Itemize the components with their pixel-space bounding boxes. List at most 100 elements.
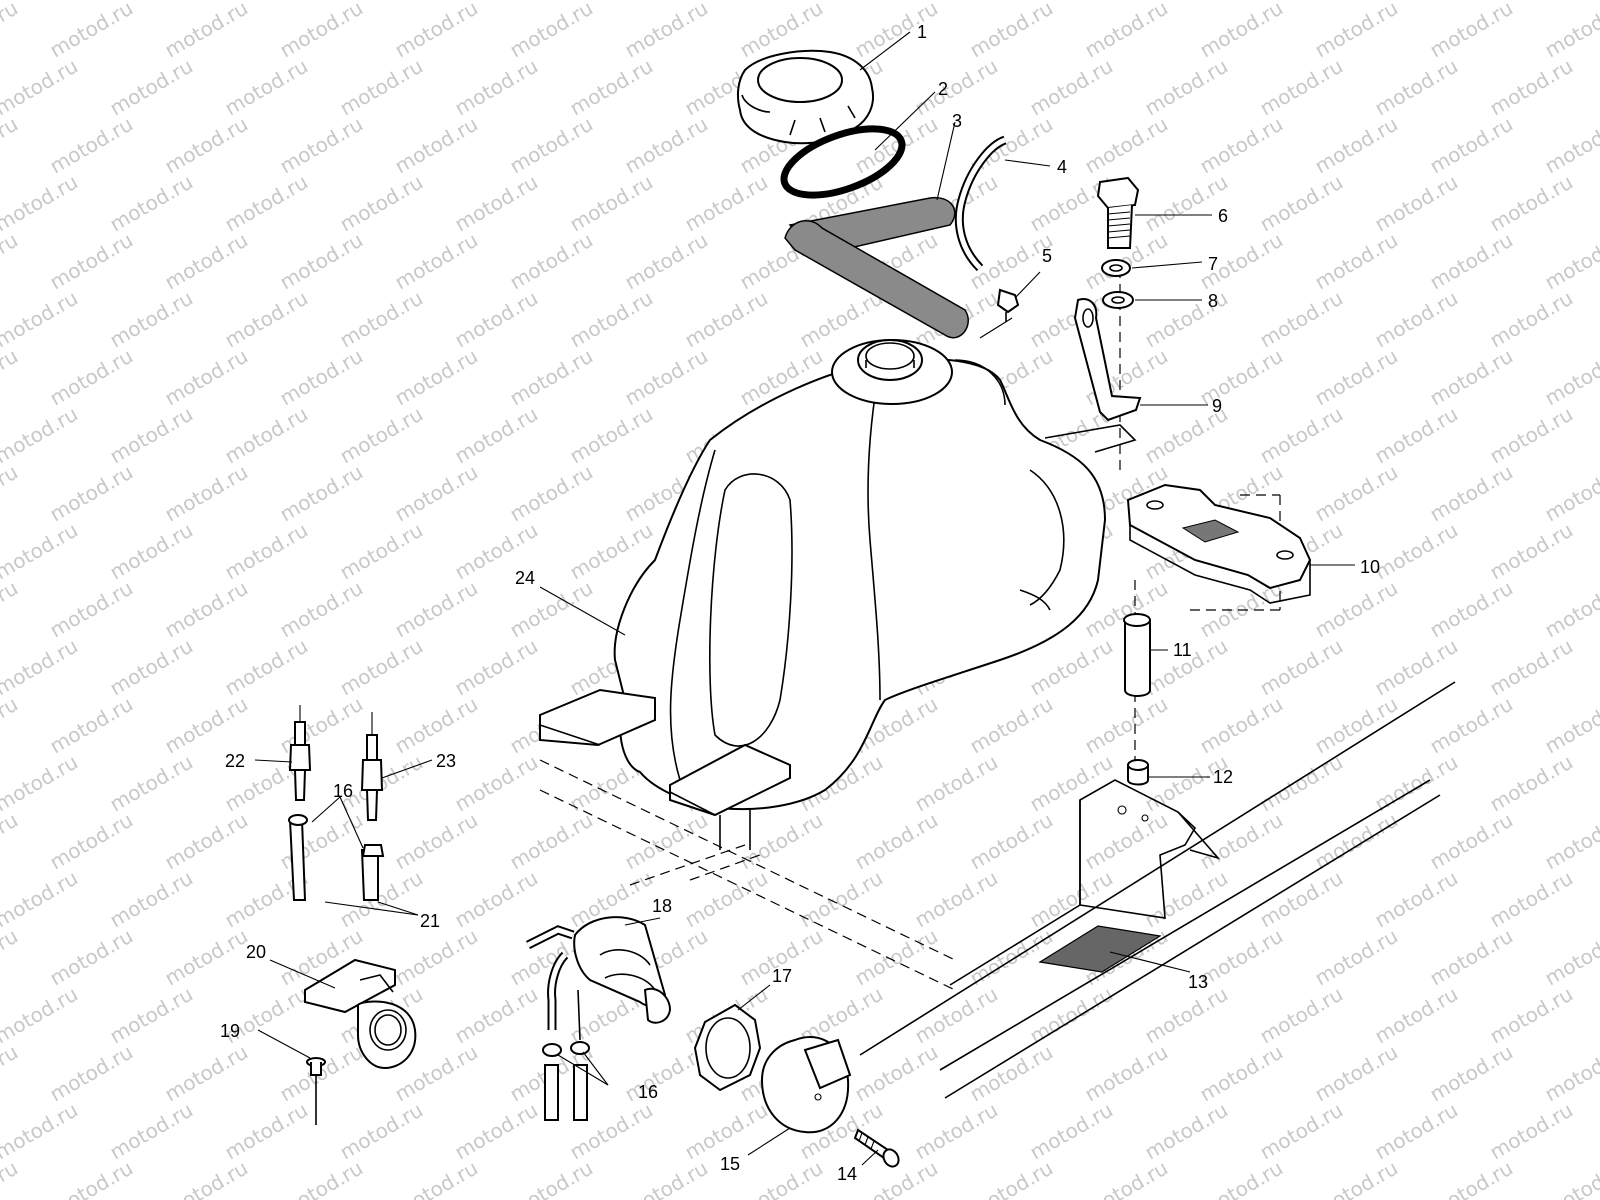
part-21-hoses xyxy=(288,819,379,901)
watermark-text: motod.ru xyxy=(451,402,542,469)
watermark-text: motod.ru xyxy=(391,1156,482,1200)
watermark-text: motod.ru xyxy=(1196,0,1287,62)
watermark-text: motod.ru xyxy=(451,750,542,817)
label-part-10: 10 xyxy=(1360,557,1380,577)
watermark-text: motod.ru xyxy=(1311,0,1402,62)
watermark-text: motod.ru xyxy=(1426,692,1517,759)
label-part-2: 2 xyxy=(938,79,948,99)
watermark-text: motod.ru xyxy=(1541,808,1600,875)
watermark-text: motod.ru xyxy=(1486,750,1577,817)
watermark-text: motod.ru xyxy=(506,460,597,527)
watermark-text: motod.ru xyxy=(391,576,482,643)
watermark-text: motod.ru xyxy=(276,228,367,295)
watermark-text: motod.ru xyxy=(851,808,942,875)
watermark-text: motod.ru xyxy=(46,1156,137,1200)
watermark-text: motod.ru xyxy=(106,866,197,933)
watermark-text: motod.ru xyxy=(0,518,82,585)
watermark-text: motod.ru xyxy=(1196,692,1287,759)
watermark-text: motod.ru xyxy=(106,1098,197,1165)
watermark-text: motod.ru xyxy=(1256,402,1347,469)
part-17-jam-nut xyxy=(693,1003,762,1092)
watermark-text: motod.ru xyxy=(1311,112,1402,179)
watermark-text: motod.ru xyxy=(1486,54,1577,121)
watermark-text: motod.ru xyxy=(1141,54,1232,121)
label-part-4: 4 xyxy=(1057,157,1067,177)
watermark-text: motod.ru xyxy=(506,344,597,411)
watermark-text: motod.ru xyxy=(1541,692,1600,759)
watermark-text: motod.ru xyxy=(1311,1040,1402,1107)
watermark-text: motod.ru xyxy=(621,1156,712,1200)
watermark-text: motod.ru xyxy=(1311,808,1402,875)
watermark-text: motod.ru xyxy=(0,460,22,527)
watermark-text: motod.ru xyxy=(1426,924,1517,991)
watermark-text: motod.ru xyxy=(221,170,312,237)
watermark-text: motod.ru xyxy=(1371,402,1462,469)
watermark-text: motod.ru xyxy=(391,808,482,875)
label-part-17: 17 xyxy=(772,966,792,986)
watermark-text: motod.ru xyxy=(621,228,712,295)
watermark-text: motod.ru xyxy=(1486,170,1577,237)
watermark-text: motod.ru xyxy=(0,286,82,353)
watermark-text: motod.ru xyxy=(1371,286,1462,353)
watermark-text: motod.ru xyxy=(1371,54,1462,121)
label-part-23: 23 xyxy=(436,751,456,771)
watermark-text: motod.ru xyxy=(1311,460,1402,527)
watermark-text: motod.ru xyxy=(0,228,22,295)
watermark-text: motod.ru xyxy=(221,1098,312,1165)
watermark-text: motod.ru xyxy=(46,0,137,62)
watermark-text: motod.ru xyxy=(221,286,312,353)
watermark-text: motod.ru xyxy=(1541,924,1600,991)
watermark-text: motod.ru xyxy=(0,924,22,991)
watermark-text: motod.ru xyxy=(336,54,427,121)
watermark-text: motod.ru xyxy=(161,924,252,991)
watermark-text: motod.ru xyxy=(0,170,82,237)
watermark-text: motod.ru xyxy=(46,228,137,295)
watermark-text: motod.ru xyxy=(106,750,197,817)
watermark-text: motod.ru xyxy=(0,344,22,411)
watermark-text: motod.ru xyxy=(1256,982,1347,1049)
watermark-text: motod.ru xyxy=(106,634,197,701)
watermark-text: motod.ru xyxy=(391,228,482,295)
watermark-text: motod.ru xyxy=(0,54,82,121)
watermark-text: motod.ru xyxy=(1541,576,1600,643)
watermark-text: motod.ru xyxy=(276,112,367,179)
watermark-text: motod.ru xyxy=(966,808,1057,875)
watermark-text: motod.ru xyxy=(0,634,82,701)
watermark-text: motod.ru xyxy=(1486,518,1577,585)
part-7-washer xyxy=(1101,259,1131,277)
watermark-text: motod.ru xyxy=(1141,286,1232,353)
part-9-bracket xyxy=(1073,298,1142,422)
watermark-text: motod.ru xyxy=(1486,982,1577,1049)
watermark-text: motod.ru xyxy=(911,750,1002,817)
label-part-24: 24 xyxy=(515,568,535,588)
watermark-text: motod.ru xyxy=(1426,1156,1517,1200)
watermark-text: motod.ru xyxy=(451,866,542,933)
label-part-21: 21 xyxy=(420,911,440,931)
watermark-text: motod.ru xyxy=(391,0,482,62)
watermark-text: motod.ru xyxy=(0,0,22,62)
watermark-text: motod.ru xyxy=(276,344,367,411)
watermark-text: motod.ru xyxy=(1196,1040,1287,1107)
watermark-text: motod.ru xyxy=(451,1098,542,1165)
part-16-clamps-lower xyxy=(542,1041,590,1121)
watermark-text: motod.ru xyxy=(566,286,657,353)
watermark-text: motod.ru xyxy=(966,0,1057,62)
watermark-text: motod.ru xyxy=(621,344,712,411)
watermark-text: motod.ru xyxy=(46,460,137,527)
watermark-text: motod.ru xyxy=(336,1098,427,1165)
watermark-text: motod.ru xyxy=(276,1156,367,1200)
watermark-text: motod.ru xyxy=(851,0,942,62)
watermark-text: motod.ru xyxy=(161,344,252,411)
watermark-text: motod.ru xyxy=(46,112,137,179)
watermark-text: motod.ru xyxy=(161,112,252,179)
watermark-text: motod.ru xyxy=(1256,750,1347,817)
watermark-text: motod.ru xyxy=(161,808,252,875)
watermark-text: motod.ru xyxy=(1196,112,1287,179)
label-part-11: 11 xyxy=(1173,640,1192,660)
watermark-text: motod.ru xyxy=(966,1040,1057,1107)
watermark-text: motod.ru xyxy=(0,692,22,759)
watermark-text: motod.ru xyxy=(966,692,1057,759)
watermark-text: motod.ru xyxy=(451,634,542,701)
watermark-text: motod.ru xyxy=(1081,0,1172,62)
watermark-text: motod.ru xyxy=(736,1156,827,1200)
